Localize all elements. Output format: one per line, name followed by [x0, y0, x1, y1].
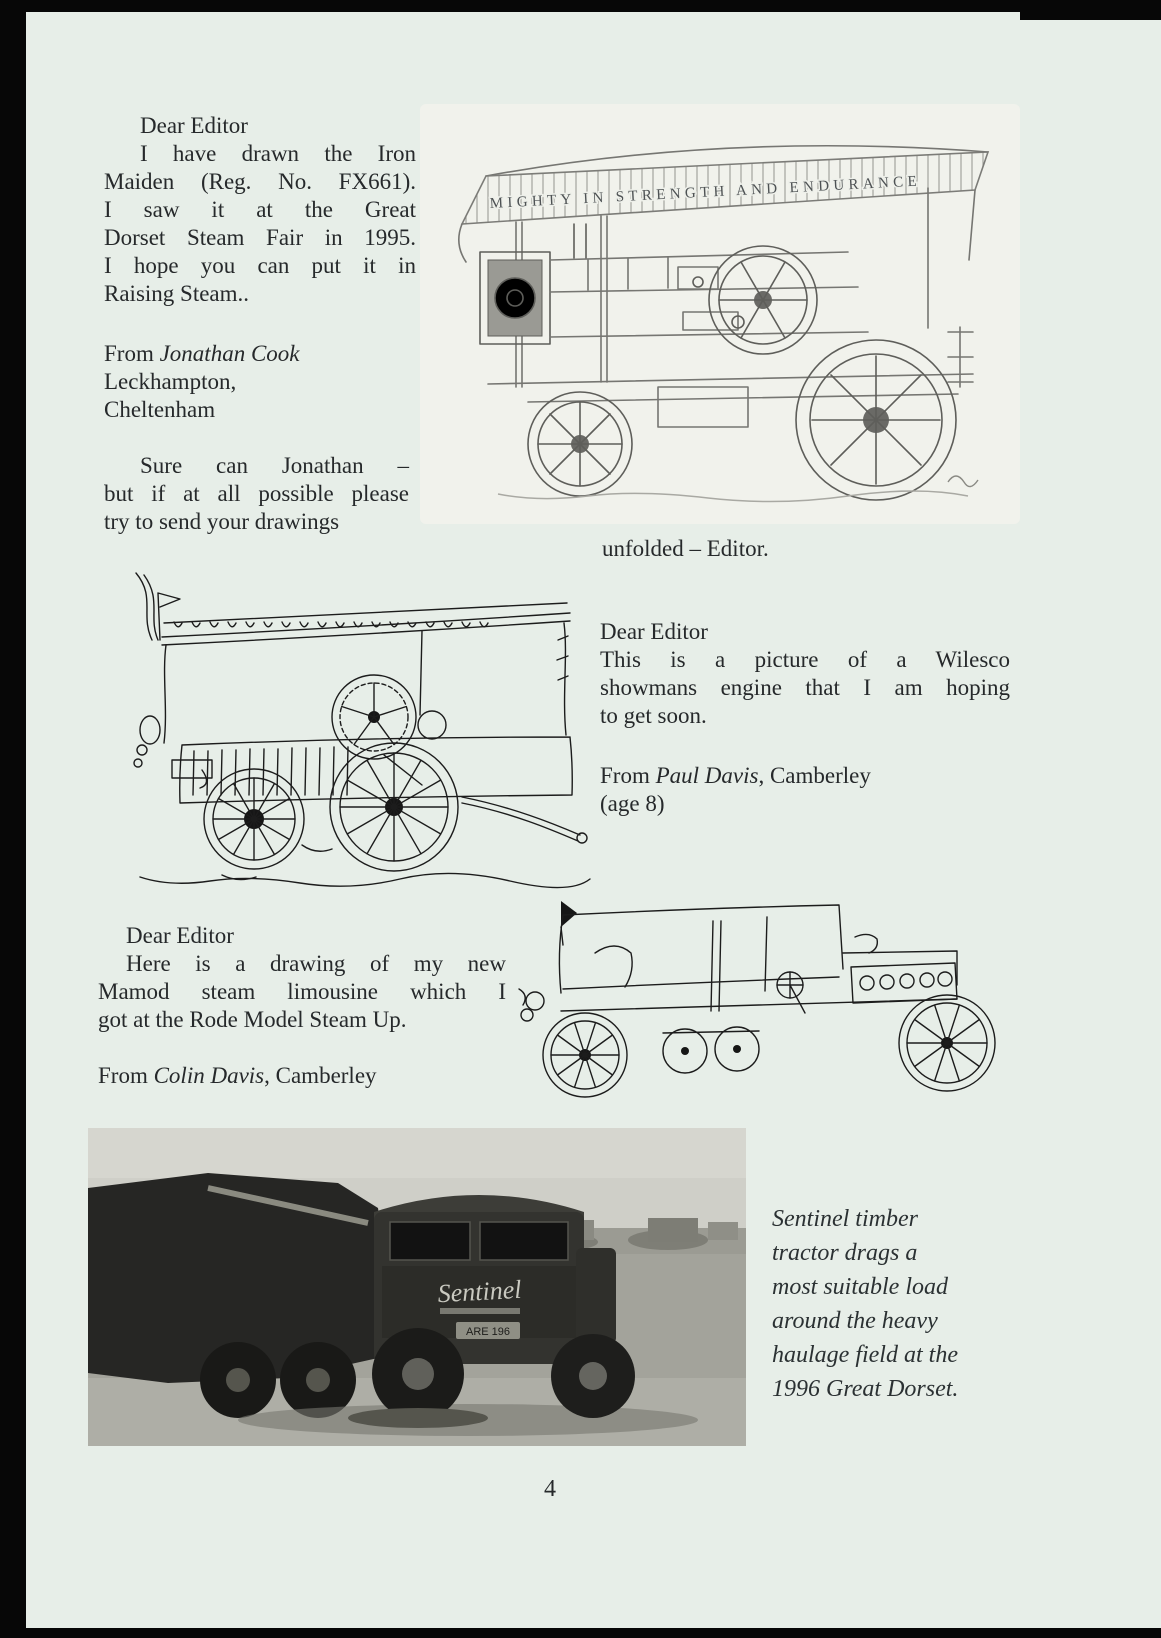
caption-line: haulage field at the	[772, 1342, 958, 1368]
letter-2-from: From Paul Davis, Camberley (age 8)	[600, 762, 1010, 818]
flywheel	[708, 245, 818, 355]
editor-reply-line: but if at all possible please	[104, 481, 409, 506]
letter-2-salutation: Dear Editor	[600, 619, 708, 644]
scan-edge-left	[0, 0, 26, 1638]
caption-line: around the heavy	[772, 1308, 938, 1334]
letter-1-line: Maiden (Reg. No. FX661).	[104, 169, 416, 194]
canopy	[161, 612, 571, 744]
letter-2-line: to get soon.	[600, 703, 707, 728]
steering-wheel	[776, 971, 806, 1014]
letter-2-line: showmans engine that I am hoping	[600, 675, 1010, 700]
cab-lettering: Sentinel	[437, 1275, 522, 1308]
canopy	[458, 144, 990, 263]
sender-name: Jonathan Cook	[159, 341, 300, 366]
mid-rollers	[662, 1026, 760, 1074]
rear-wheel	[329, 742, 459, 872]
letter-1-line: Dorset Steam Fair in 1995.	[104, 225, 416, 250]
letter-3: Dear Editor Here is a drawing of my new …	[98, 922, 506, 1034]
scan-edge-top	[0, 0, 1161, 12]
rear-wheel	[898, 994, 996, 1092]
sender-town: , Camberley	[264, 1063, 377, 1088]
flag	[560, 901, 577, 946]
editor-reply: Sure can Jonathan – but if at all possib…	[104, 452, 409, 536]
scan-edge-top-right	[1020, 0, 1161, 20]
caption-line: most suitable load	[772, 1274, 949, 1300]
letter-1-address-line: Cheltenham	[104, 397, 216, 422]
artist-signature	[947, 475, 979, 488]
editor-reply-line: try to send your drawings	[104, 509, 340, 534]
drawing-wilesco-sketch	[133, 572, 591, 889]
letter-1-salutation: Dear Editor	[140, 113, 248, 138]
letter-3-from-line: From Colin Davis, Camberley	[98, 1062, 518, 1090]
letter-1-from-line: From Jonathan Cook	[104, 340, 424, 368]
drawing-limousine-sketch	[518, 901, 996, 1098]
front-wheel	[542, 1012, 628, 1098]
engine-body	[479, 187, 974, 428]
tractor-cab: Sentinel ARE 196	[238, 1195, 698, 1436]
ground-line	[497, 490, 969, 503]
letter-3-line: Mamod steam limousine which I	[98, 979, 506, 1004]
letter-1-line: I have drawn the Iron	[140, 141, 416, 166]
letter-3-salutation: Dear Editor	[126, 923, 234, 948]
from-prefix: From	[600, 763, 656, 788]
number-plate: ARE 196	[466, 1326, 510, 1338]
sender-name: Paul Davis	[655, 763, 759, 788]
front-wheel	[527, 391, 633, 497]
caption-line: tractor drags a	[772, 1240, 918, 1266]
editor-reply-line: unfolded – Editor.	[602, 536, 769, 561]
letter-3-from: From Colin Davis, Camberley	[98, 1062, 518, 1090]
rear-wheel	[795, 339, 957, 501]
editor-reply-line: Sure can Jonathan –	[140, 453, 409, 478]
letter-2-line: This is a picture of a Wilesco	[600, 647, 1010, 672]
letter-1: Dear Editor I have drawn the Iron Maiden…	[104, 112, 416, 308]
from-prefix: From	[104, 341, 160, 366]
ground-line	[139, 844, 591, 889]
body	[558, 904, 958, 1012]
timber-load	[88, 1173, 388, 1418]
sender-town: , Camberley	[758, 763, 871, 788]
letter-1-line: I saw it at the Great	[104, 197, 416, 222]
letter-1-line: I hope you can put it in	[104, 253, 416, 278]
scan-edge-bottom	[0, 1628, 1161, 1638]
body	[133, 715, 573, 804]
flywheel	[331, 674, 447, 786]
caption-line: 1996 Great Dorset.	[772, 1376, 959, 1402]
drawbar	[461, 796, 588, 844]
letter-1-address-line: Leckhampton,	[104, 369, 237, 394]
letter-1-from: From Jonathan Cook Leckhampton, Cheltenh…	[104, 340, 424, 424]
editor-reply-continuation: unfolded – Editor.	[602, 535, 922, 563]
caption-line: Sentinel timber	[772, 1206, 918, 1232]
front-gear	[518, 988, 545, 1022]
letter-2: Dear Editor This is a picture of a Wiles…	[600, 618, 1010, 730]
bunting	[163, 602, 568, 628]
drawing-iron-maiden: MIGHTY IN STRENGTH AND ENDURANCE	[458, 144, 990, 503]
page-number: 4	[544, 1476, 556, 1502]
photo-caption: Sentinel timber tractor drags a most sui…	[772, 1202, 1012, 1406]
letter-3-line: Here is a drawing of my new	[126, 951, 506, 976]
from-prefix: From	[98, 1063, 154, 1088]
front-wheel	[203, 768, 305, 870]
letter-1-line: Raising Steam..	[104, 281, 250, 306]
letter-2-from-line: From Paul Davis, Camberley	[600, 762, 1010, 790]
letter-3-line: got at the Rode Model Steam Up.	[98, 1007, 407, 1032]
sender-name: Colin Davis	[153, 1063, 265, 1088]
sender-age: (age 8)	[600, 791, 665, 816]
smoke-and-flag	[135, 572, 181, 641]
photo-sentinel-tractor: Sentinel ARE 196	[88, 1128, 746, 1446]
